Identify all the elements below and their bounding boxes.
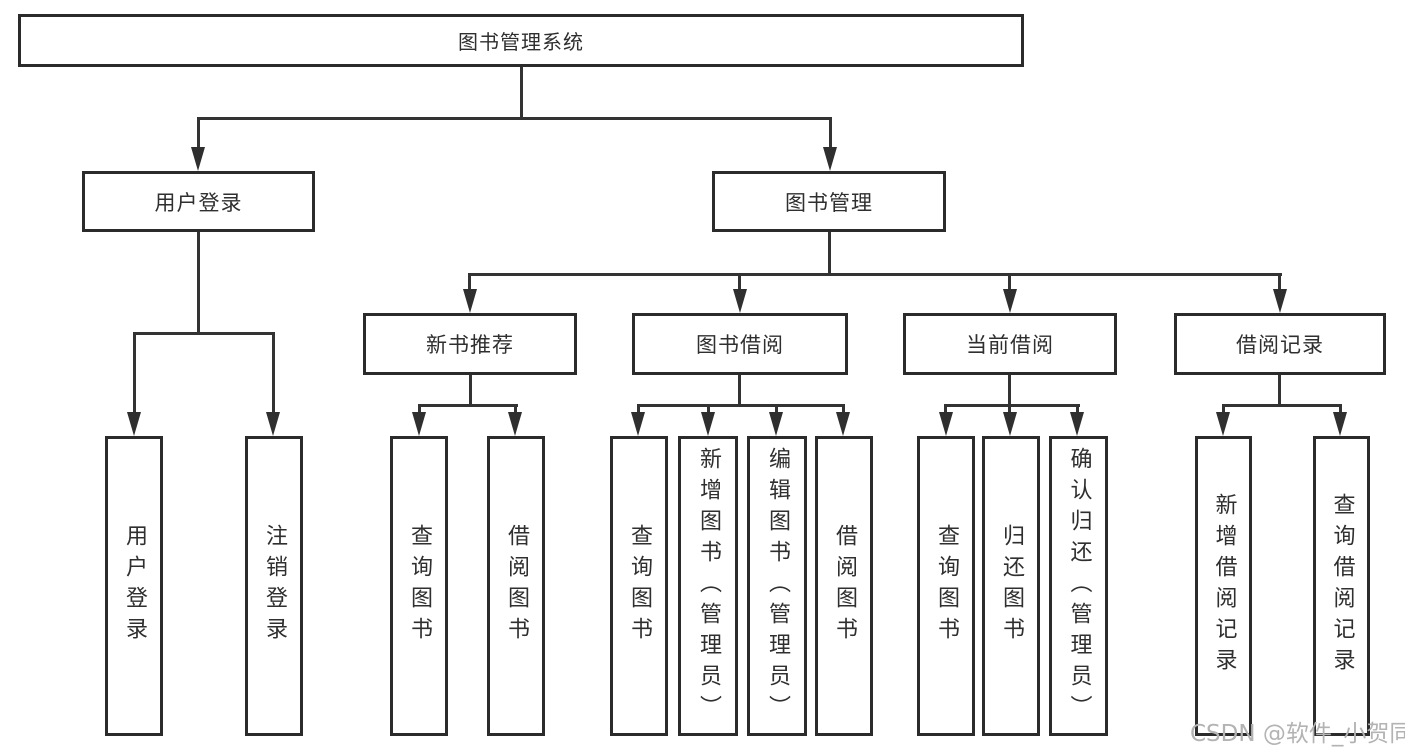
connector-line bbox=[1008, 404, 1011, 413]
connector-line bbox=[1222, 404, 1225, 413]
connector-line bbox=[738, 273, 741, 290]
arrow-down-icon bbox=[733, 289, 747, 313]
node-user-login-label: 用户登录 bbox=[154, 190, 243, 215]
leaf-add-book-admin: 新增图书（管理员） bbox=[678, 436, 738, 736]
node-current-borrow-label: 当前借阅 bbox=[966, 333, 1054, 357]
connector-line bbox=[707, 404, 710, 413]
connector-line bbox=[944, 404, 947, 413]
node-new-book-recommend: 新书推荐 bbox=[363, 313, 577, 375]
connector-line bbox=[520, 67, 523, 119]
connector-line bbox=[829, 117, 832, 149]
connector-line bbox=[133, 332, 275, 335]
node-borrow-records-label: 借阅记录 bbox=[1236, 333, 1324, 357]
arrow-down-icon bbox=[463, 289, 477, 313]
connector-line bbox=[828, 232, 831, 275]
csdn-watermark: CSDN @软件_小贺同学 bbox=[1190, 721, 1405, 747]
connector-line bbox=[637, 404, 845, 407]
leaf-borrow-books-recommend: 借阅图书 bbox=[487, 436, 545, 736]
leaf-add-borrow-record: 新增借阅记录 bbox=[1195, 436, 1252, 736]
arrow-down-icon bbox=[939, 412, 953, 436]
connector-line bbox=[133, 332, 136, 412]
leaf-query-books-borrow-label: 查询图书 bbox=[627, 524, 652, 648]
leaf-user-login: 用户登录 bbox=[105, 436, 163, 736]
arrow-down-icon bbox=[127, 412, 141, 436]
connector-line bbox=[197, 117, 200, 149]
leaf-borrow-books-recommend-label: 借阅图书 bbox=[504, 524, 529, 648]
arrow-down-icon bbox=[701, 412, 715, 436]
leaf-edit-book-admin-label: 编辑图书（管理员） bbox=[765, 446, 790, 726]
connector-line bbox=[944, 404, 1080, 407]
node-book-management-label: 图书管理 bbox=[785, 190, 873, 215]
connector-line bbox=[1076, 404, 1079, 413]
leaf-query-books-recommend: 查询图书 bbox=[390, 436, 448, 736]
leaf-add-book-admin-label: 新增图书（管理员） bbox=[696, 446, 721, 726]
connector-line bbox=[418, 404, 518, 407]
connector-line bbox=[272, 332, 275, 412]
leaf-user-login-label: 用户登录 bbox=[122, 524, 147, 648]
leaf-add-borrow-record-label: 新增借阅记录 bbox=[1211, 493, 1237, 679]
leaf-query-books-recommend-label: 查询图书 bbox=[407, 524, 432, 648]
connector-line bbox=[514, 404, 517, 413]
leaf-logout: 注销登录 bbox=[245, 436, 303, 736]
leaf-query-books-current-label: 查询图书 bbox=[934, 524, 959, 648]
arrow-down-icon bbox=[412, 412, 426, 436]
arrow-down-icon bbox=[769, 412, 783, 436]
leaf-return-books-label: 归还图书 bbox=[999, 524, 1024, 648]
arrow-down-icon bbox=[1333, 412, 1347, 436]
connector-line bbox=[842, 404, 845, 413]
node-book-management: 图书管理 bbox=[712, 171, 946, 232]
node-book-borrow-label: 图书借阅 bbox=[696, 333, 784, 357]
connector-line bbox=[468, 273, 471, 290]
arrow-down-icon bbox=[1273, 289, 1287, 313]
leaf-edit-book-admin: 编辑图书（管理员） bbox=[747, 436, 807, 736]
node-book-borrow: 图书借阅 bbox=[632, 313, 848, 375]
arrow-down-icon bbox=[1216, 412, 1230, 436]
leaf-borrow-books-label: 借阅图书 bbox=[832, 524, 857, 648]
arrow-down-icon bbox=[508, 412, 522, 436]
node-new-book-recommend-label: 新书推荐 bbox=[426, 333, 514, 357]
connector-line bbox=[197, 117, 832, 120]
node-user-login: 用户登录 bbox=[82, 171, 315, 232]
connector-line bbox=[1222, 404, 1342, 407]
arrow-down-icon bbox=[1003, 412, 1017, 436]
arrow-down-icon bbox=[631, 412, 645, 436]
connector-line bbox=[418, 404, 421, 413]
leaf-query-borrow-record: 查询借阅记录 bbox=[1313, 436, 1370, 736]
connector-line bbox=[468, 273, 1282, 276]
node-borrow-records: 借阅记录 bbox=[1174, 313, 1386, 375]
connector-line bbox=[1278, 273, 1281, 290]
connector-line bbox=[197, 232, 200, 334]
arrow-down-icon bbox=[1070, 412, 1084, 436]
connector-line bbox=[469, 375, 472, 406]
connector-line bbox=[738, 375, 741, 406]
connector-line bbox=[1008, 273, 1011, 290]
leaf-borrow-books: 借阅图书 bbox=[815, 436, 873, 736]
leaf-query-books-borrow: 查询图书 bbox=[610, 436, 668, 736]
arrow-down-icon bbox=[823, 147, 837, 171]
node-current-borrow: 当前借阅 bbox=[903, 313, 1117, 375]
node-root: 图书管理系统 bbox=[18, 14, 1024, 67]
leaf-confirm-return-admin-label: 确认归还（管理员） bbox=[1066, 446, 1092, 726]
arrow-down-icon bbox=[1003, 289, 1017, 313]
arrow-down-icon bbox=[836, 412, 850, 436]
arrow-down-icon bbox=[266, 412, 280, 436]
leaf-query-books-current: 查询图书 bbox=[917, 436, 975, 736]
node-root-label: 图书管理系统 bbox=[458, 30, 584, 54]
arrow-down-icon bbox=[191, 147, 205, 171]
leaf-confirm-return-admin: 确认归还（管理员） bbox=[1049, 436, 1108, 736]
leaf-logout-label: 注销登录 bbox=[262, 524, 287, 648]
connector-line bbox=[775, 404, 778, 413]
connector-line bbox=[1339, 404, 1342, 413]
connector-line bbox=[1008, 375, 1011, 406]
connector-line bbox=[1278, 375, 1281, 406]
leaf-return-books: 归还图书 bbox=[982, 436, 1040, 736]
connector-line bbox=[637, 404, 640, 413]
leaf-query-borrow-record-label: 查询借阅记录 bbox=[1329, 493, 1355, 679]
